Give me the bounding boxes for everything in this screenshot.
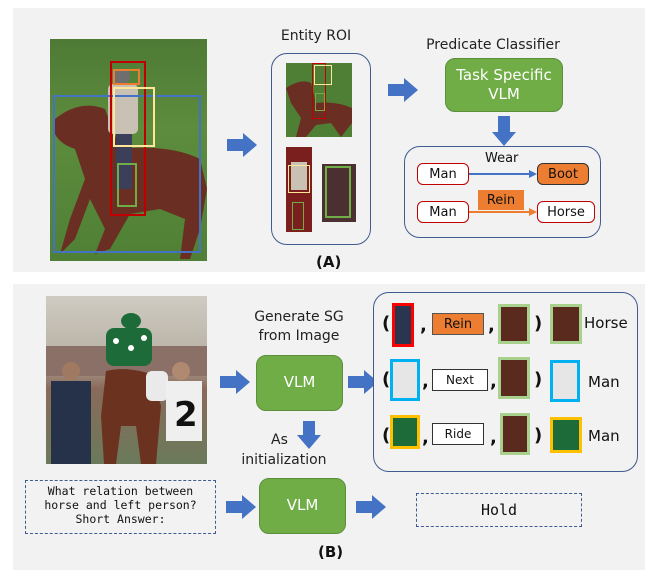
horse-rider-photo [50, 39, 207, 261]
panel-b: 2 Generate SG from Image VLM As initiali… [13, 284, 645, 570]
open-paren: ( [382, 313, 391, 334]
triplet-row: ( , Rein , ) Horse [374, 301, 639, 347]
node-object[interactable]: Boot [537, 163, 589, 185]
question-line: horse and left person? [44, 497, 197, 512]
init-label-as: As [271, 432, 288, 448]
vlm-answer-box[interactable]: VLM [259, 478, 346, 534]
question-line: What relation between [47, 484, 194, 498]
arrow-right-icon [227, 133, 257, 157]
arrow-right-icon [388, 78, 418, 102]
roi-crop-person [286, 147, 312, 232]
roi-crop-horse [286, 63, 352, 137]
task-vlm-line1: Task Specific [456, 65, 552, 84]
bbox-boot [117, 163, 137, 207]
generate-sg-label: Generate SG from Image [249, 308, 349, 346]
arrow-down-icon [297, 421, 321, 449]
result-label: Man [588, 373, 620, 391]
panel-a: Entity ROI Predicate Classifier Task Spe… [13, 8, 645, 272]
node-subject[interactable]: Man [417, 201, 469, 223]
comma: , [420, 315, 427, 336]
comma: , [422, 371, 429, 392]
bbox-head [113, 69, 140, 85]
predicate-box[interactable]: Next [432, 369, 488, 391]
close-paren: ) [534, 425, 543, 446]
arrow-right-icon [356, 495, 386, 519]
edge-predicate-label: Wear [485, 151, 519, 166]
subject-thumbnail[interactable] [390, 415, 420, 449]
svg-text:2: 2 [174, 395, 198, 435]
arrow-right-icon [348, 370, 378, 394]
question-prompt-box[interactable]: What relation between horse and left per… [25, 480, 216, 534]
object-thumbnail[interactable] [498, 304, 530, 344]
open-paren: ( [382, 425, 391, 446]
arrow-right-icon [220, 370, 250, 394]
subject-thumbnail[interactable] [392, 303, 414, 347]
jockey-horse-photo: 2 [46, 296, 207, 464]
bbox-horse [53, 95, 201, 253]
result-thumbnail[interactable] [550, 417, 582, 453]
vlm-generate-box[interactable]: VLM [256, 355, 343, 411]
node-object[interactable]: Horse [537, 201, 595, 223]
scene-graph-output: Man Wear Boot Man Rein Horse [404, 146, 601, 238]
scene-graph-triplets: ( , Rein , ) Horse ( , Next , ) Man ( , [373, 292, 638, 472]
comma: , [490, 371, 497, 392]
jockey-horse-illustration: 2 [46, 313, 207, 464]
edge-arrow [469, 208, 537, 216]
predicate-classifier-label: Predicate Classifier [426, 37, 560, 53]
predicate-box[interactable]: Rein [432, 313, 484, 335]
result-thumbnail[interactable] [550, 304, 582, 344]
generate-sg-line2: from Image [258, 327, 340, 344]
result-label: Man [588, 427, 620, 445]
close-paren: ) [534, 313, 543, 334]
answer-text: Hold [480, 501, 518, 519]
roi-crop-boot [322, 164, 356, 222]
vlm-generate-label: VLM [283, 373, 316, 392]
edge-arrow [469, 170, 537, 178]
question-line: Short Answer: [75, 511, 166, 526]
node-subject[interactable]: Man [417, 163, 469, 185]
result-label: Horse [584, 314, 628, 332]
panel-a-tag: (A) [316, 253, 342, 271]
open-paren: ( [382, 369, 391, 390]
generate-sg-line1: Generate SG [254, 309, 344, 325]
predicate-box[interactable]: Ride [432, 423, 484, 445]
arrow-right-icon [226, 495, 256, 519]
edge-predicate-label: Rein [478, 190, 524, 210]
answer-box: Hold [416, 493, 582, 527]
triplet-row: ( , Next , ) Man [374, 357, 639, 403]
comma: , [490, 427, 497, 448]
subject-thumbnail[interactable] [390, 359, 420, 401]
entity-roi-label: Entity ROI [280, 28, 352, 44]
result-thumbnail[interactable] [550, 360, 580, 402]
object-thumbnail[interactable] [500, 413, 530, 455]
bbox-torso [113, 87, 155, 147]
init-label-initialization: initialization [241, 452, 327, 468]
vlm-answer-label: VLM [286, 496, 319, 515]
bbox-person [110, 61, 146, 216]
task-specific-vlm-box[interactable]: Task Specific VLM [445, 58, 563, 112]
panel-b-tag: (B) [318, 543, 344, 561]
object-thumbnail[interactable] [498, 357, 530, 399]
arrow-down-icon [492, 116, 516, 146]
entity-roi-container [271, 53, 371, 245]
task-vlm-line2: VLM [488, 85, 520, 103]
triplet-row: ( , Ride , ) Man [374, 413, 639, 459]
comma: , [488, 315, 495, 336]
comma: , [422, 427, 429, 448]
close-paren: ) [534, 369, 543, 390]
